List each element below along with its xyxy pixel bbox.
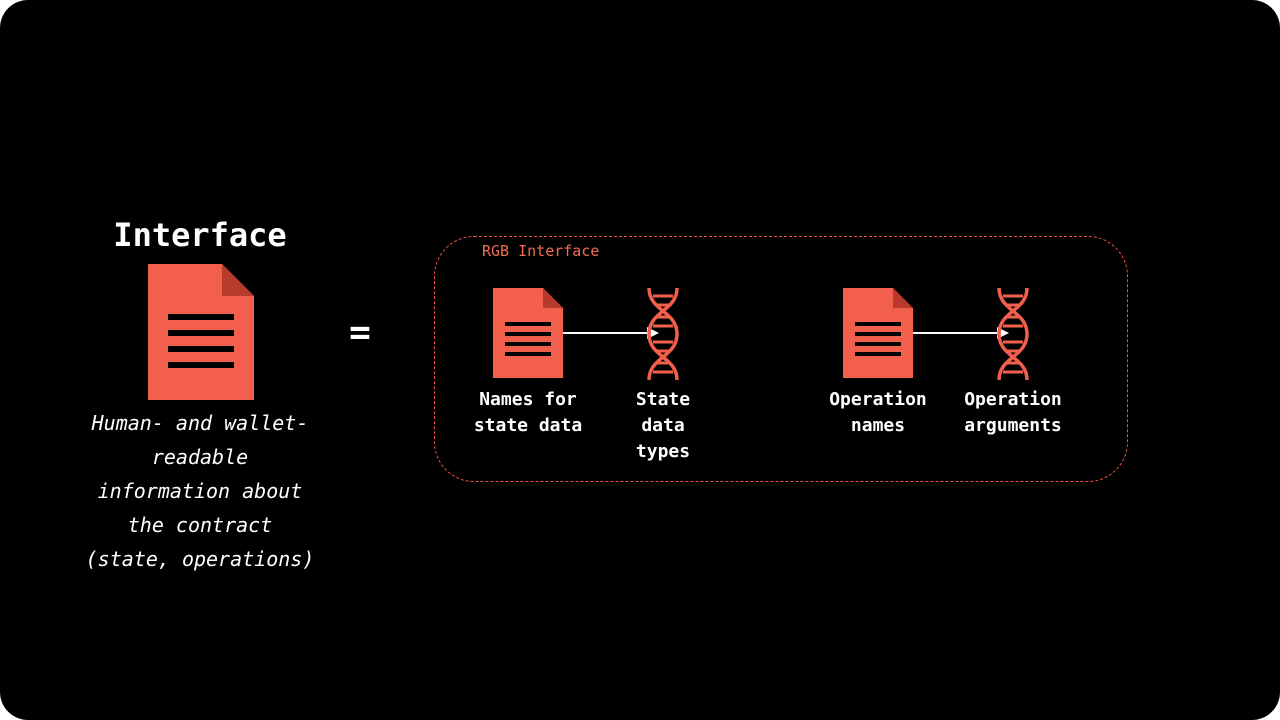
rgb-interface-group [434, 236, 1128, 482]
interface-title: Interface [113, 216, 287, 254]
rgb-interface-label: RGB Interface [482, 242, 600, 260]
operation-names-label: Operation names [829, 389, 927, 436]
interface-description: Human- and wallet- readable information … [85, 411, 315, 571]
state-data-types-label: State data types [635, 389, 691, 462]
document-icon [843, 288, 913, 378]
document-icon [493, 288, 563, 378]
equals-sign: = [349, 312, 371, 353]
names-for-state-data-label: Names for state data [473, 389, 583, 436]
dna-icon [997, 288, 1029, 380]
operation-arguments-label: Operation arguments [964, 389, 1062, 436]
dna-icon [647, 288, 679, 380]
document-icon [148, 264, 254, 400]
